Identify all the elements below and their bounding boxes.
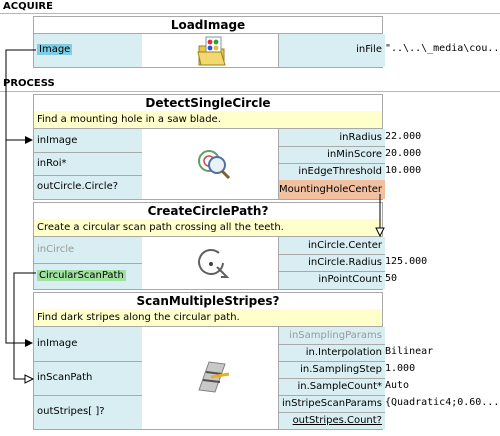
section-process: PROCESS — [3, 78, 55, 89]
port-out-stripes[interactable]: outStripes[ ]? — [37, 406, 105, 417]
section-divider — [0, 13, 500, 14]
value-in-min-score[interactable]: 20.000 — [385, 148, 422, 159]
arrow-head — [25, 339, 33, 347]
connection-image-to-detect — [5, 49, 36, 141]
icon-column — [142, 34, 278, 67]
port-in-sampling-step[interactable]: in.SamplingStep — [279, 361, 385, 379]
port-in-image[interactable]: inImage — [34, 327, 142, 362]
value-in-stripe-scan-params[interactable]: {Quadratic4;0.60... — [385, 397, 500, 408]
icon-column — [142, 237, 278, 289]
port-in-circle-center[interactable]: inCircle.Center — [279, 237, 385, 255]
port-in-min-score[interactable]: inMinScore — [279, 146, 385, 164]
port-image[interactable]: Image — [37, 44, 73, 55]
outputs-column: inCircle.Center inCircle.Radius inPointC… — [278, 237, 385, 289]
port-in-circle[interactable]: inCircle — [34, 237, 142, 264]
load-image-icon — [197, 36, 226, 66]
tool-description: Find a mounting hole in a saw blade. — [34, 111, 382, 129]
arrow-head — [375, 227, 385, 238]
connection-path-to-scan — [13, 272, 36, 380]
port-out-circle[interactable]: outCircle.Circle? — [37, 181, 119, 192]
circle-path-icon — [198, 248, 230, 278]
scan-stripes-icon — [198, 361, 230, 393]
port-in-stripe-scan-params[interactable]: inStripeScanParams — [279, 395, 385, 413]
arrow-head — [24, 374, 35, 384]
tool-detect-single-circle[interactable]: DetectSingleCircle Find a mounting hole … — [33, 94, 385, 200]
value-in-sampling-step[interactable]: 1.000 — [385, 363, 416, 374]
value-in-file[interactable]: "..\..\_media\cou... — [385, 43, 500, 54]
tool-scan-multiple-stripes[interactable]: ScanMultipleStripes? Find dark stripes a… — [33, 292, 385, 430]
value-in-edge-threshold[interactable]: 10.000 — [385, 165, 422, 176]
tool-title: LoadImage — [34, 17, 382, 34]
detect-circle-icon — [198, 150, 231, 180]
port-in-sample-count[interactable]: in.SampleCount* — [279, 378, 385, 396]
icon-column — [142, 129, 278, 199]
tool-description: Find dark stripes along the circular pat… — [34, 309, 382, 327]
port-mounting-hole-center[interactable]: MountingHoleCenter — [279, 180, 385, 199]
port-in-radius[interactable]: inRadius — [279, 129, 385, 147]
section-divider — [0, 91, 500, 92]
port-in-circle-radius[interactable]: inCircle.Radius — [279, 254, 385, 272]
port-in-image[interactable]: inImage — [34, 129, 142, 153]
value-in-interpolation[interactable]: Bilinear — [385, 346, 434, 357]
port-in-point-count[interactable]: inPointCount — [318, 274, 382, 285]
port-out-stripes-count[interactable]: outStripes.Count? — [292, 415, 382, 426]
outputs-column: inRadius inMinScore inEdgeThreshold Moun… — [278, 129, 385, 199]
outputs-column: inSamplingParams in.Interpolation in.Sam… — [278, 327, 385, 429]
port-in-file[interactable]: inFile — [356, 44, 382, 55]
inputs-column: inImage inScanPath outStripes[ ]? — [34, 327, 143, 429]
inputs-column: inCircle CircularScanPath — [34, 237, 143, 289]
value-in-point-count[interactable]: 50 — [385, 273, 398, 284]
port-circular-scan-path[interactable]: CircularScanPath — [37, 270, 126, 281]
port-in-interpolation[interactable]: in.Interpolation — [279, 344, 385, 362]
arrow-head — [25, 136, 33, 144]
value-in-circle-radius[interactable]: 125.000 — [385, 256, 428, 267]
tool-description: Create a circular scan path crossing all… — [34, 219, 382, 237]
value-in-sample-count[interactable]: Auto — [385, 380, 410, 391]
section-acquire: ACQUIRE — [3, 1, 53, 12]
value-in-radius[interactable]: 22.000 — [385, 131, 422, 142]
port-in-scan-path[interactable]: inScanPath — [34, 361, 142, 396]
port-in-roi[interactable]: inRoi* — [34, 152, 142, 176]
port-in-sampling-params[interactable]: inSamplingParams — [279, 327, 385, 345]
tool-create-circle-path[interactable]: CreateCirclePath? Create a circular scan… — [33, 202, 385, 290]
connection-image-to-scan — [5, 140, 26, 344]
icon-column — [142, 327, 278, 429]
outputs-column: inFile — [278, 34, 385, 67]
inputs-column: inImage inRoi* outCircle.Circle? — [34, 129, 143, 199]
tool-load-image[interactable]: LoadImage Image inFile — [33, 16, 385, 68]
